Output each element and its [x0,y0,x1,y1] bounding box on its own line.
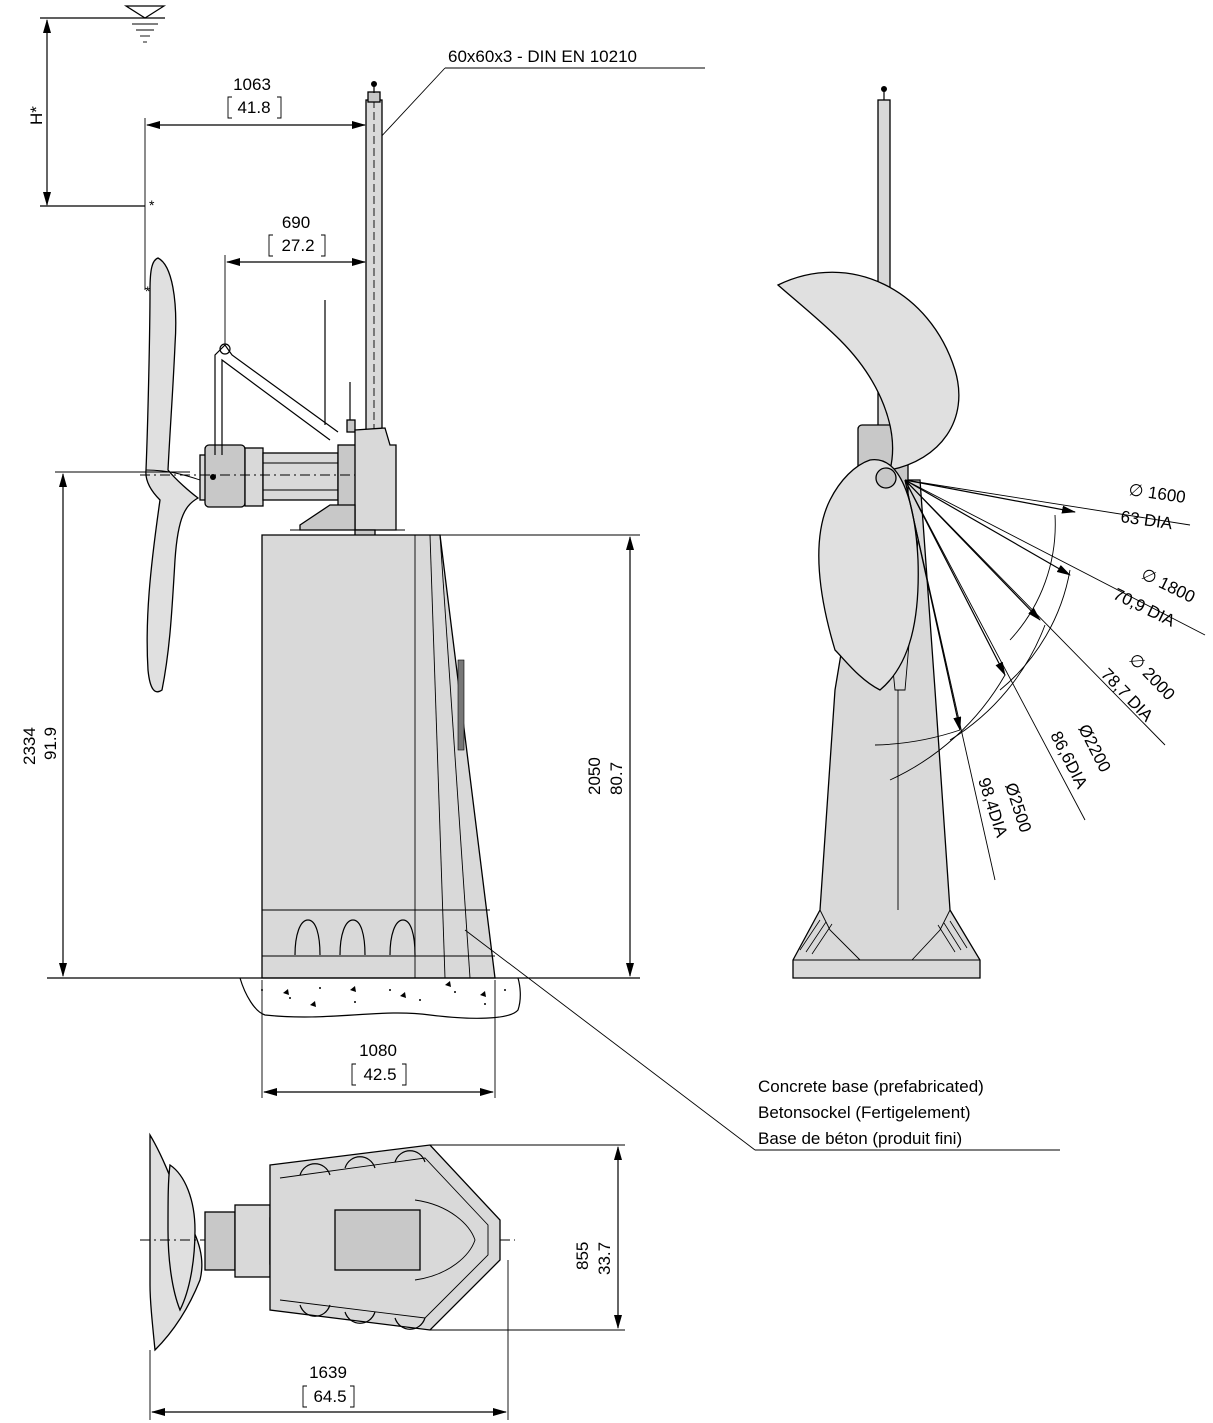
dim-1080-in: 42.5 [363,1065,396,1084]
concrete-note-de: Betonsockel (Fertigelement) [758,1103,971,1122]
dim-2050-in: 80.7 [607,762,626,795]
dia-1600-in: 63 DIA [1119,507,1174,533]
top-view: 855 33.7 1639 64.5 [140,1132,625,1420]
dim-855-mm: 855 [573,1242,592,1270]
dimension-690: 690 27.2 [224,213,366,345]
dim-2050-mm: 2050 [585,757,604,795]
dim-1639-mm: 1639 [309,1363,347,1382]
concrete-base-side [261,534,496,979]
dim-855-in: 33.7 [595,1242,614,1275]
dim-1080-mm: 1080 [359,1041,397,1060]
dim-690-mm: 690 [282,213,310,232]
dim-1063-in: 41.8 [237,98,270,117]
guide-rail [365,81,383,433]
diameter-labels: ∅ 1600 63 DIA ∅ 1800 70,9 DIA ∅ 2000 78,… [974,480,1198,840]
water-level-symbol [40,5,167,43]
dimension-1080: 1080 42.5 [261,980,496,1098]
profile-label: 60x60x3 - DIN EN 10210 [448,47,637,66]
concrete-base-callout: Concrete base (prefabricated) Betonsocke… [464,929,1060,1151]
dim-2334-in: 91.9 [41,727,60,760]
diameter-arcs [874,514,1071,781]
star-mark: * [145,283,151,299]
profile-callout: 60x60x3 - DIN EN 10210 [377,47,705,141]
dimension-1063: 1063 41.8 [144,75,366,290]
mounting-bracket [290,427,405,539]
h-star-label: H* [27,106,46,125]
lifting-bracket [214,300,356,455]
front-view: ∅ 1600 63 DIA ∅ 1800 70,9 DIA ∅ 2000 78,… [776,86,1206,979]
dim-1063-mm: 1063 [233,75,271,94]
diameter-leaders [904,479,1206,881]
dim-1639-in: 64.5 [313,1387,346,1406]
motor-unit [140,444,357,508]
dim-690-in: 27.2 [281,236,314,255]
ground-slab [47,977,640,1019]
h-star-dimension: H* [27,19,145,207]
propeller-side: * * [145,197,201,693]
side-view: H* 1063 41.8 690 27.2 60x60x3 - DIN EN 1… [20,5,1060,1151]
dimension-2334: 2334 91.9 [20,471,190,977]
dim-2334-mm: 2334 [20,727,39,765]
dimension-2050: 2050 80.7 [440,534,640,977]
concrete-note-en: Concrete base (prefabricated) [758,1077,984,1096]
dia-1600-mm: ∅ 1600 [1127,480,1186,507]
concrete-note-fr: Base de béton (produit fini) [758,1129,962,1148]
top-view-recesses [299,1150,426,1330]
star-mark-top: * [149,197,155,213]
